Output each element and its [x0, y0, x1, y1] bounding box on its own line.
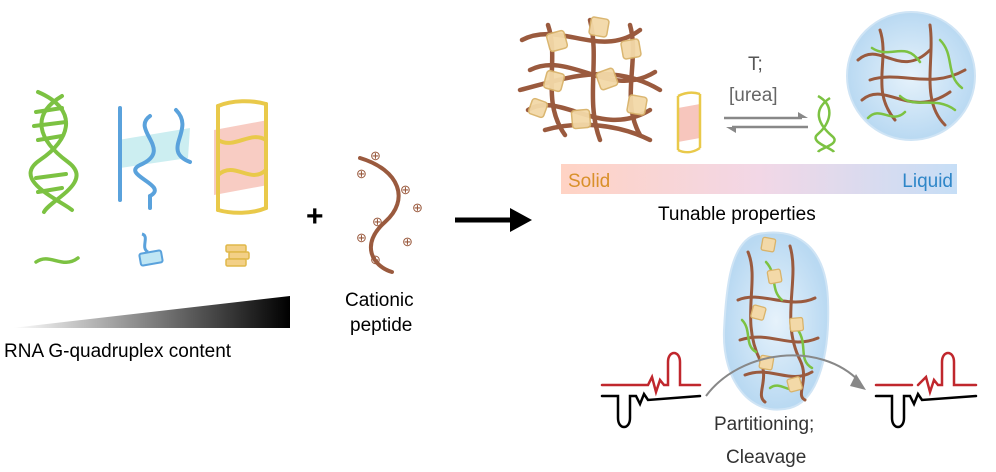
- liquid-label: Liquid: [902, 171, 953, 192]
- reporter-cleaved: [874, 351, 978, 429]
- reaction-arrow: [455, 208, 532, 232]
- rna-gq-content-label: RNA G-quadruplex content: [4, 341, 232, 362]
- urea-label: [urea]: [729, 85, 778, 106]
- liquid-droplet: [846, 11, 976, 141]
- charge-symbol: ⊕: [370, 148, 381, 163]
- blue-folded-icon: [138, 232, 164, 267]
- solid-liquid-bar: Solid Liquid: [561, 164, 957, 194]
- partitioning-label: Partitioning;: [714, 414, 814, 435]
- solid-label: Solid: [568, 171, 610, 192]
- cationic-peptide: ⊕ ⊕ ⊕ ⊕ ⊕ ⊕ ⊕ ⊕ Cationic peptide: [345, 148, 423, 336]
- blue-rna-quadruplex: [118, 106, 192, 210]
- reporter-uncleaved: [600, 351, 702, 429]
- small-yellow-quadruplex: [676, 91, 702, 154]
- equilibrium-arrows: [724, 112, 808, 133]
- peptide-strand: [358, 156, 401, 274]
- solid-aggregate: [517, 16, 663, 143]
- plus-sign: +: [306, 200, 324, 233]
- charge-symbol: ⊕: [412, 200, 423, 215]
- partitioning-arrow: [705, 354, 866, 397]
- green-rna-single-strand: [34, 256, 80, 265]
- yellow-rna-quadruplex: [214, 99, 268, 215]
- charge-symbol: ⊕: [372, 214, 383, 229]
- cationic-peptide-label-line2: peptide: [350, 315, 412, 336]
- cleavage-label: Cleavage: [726, 447, 806, 468]
- charge-symbol: ⊕: [400, 182, 411, 197]
- charge-symbol: ⊕: [402, 234, 413, 249]
- charge-symbol: ⊕: [356, 230, 367, 245]
- charge-symbol: ⊕: [356, 166, 367, 181]
- tunable-properties-label: Tunable properties: [658, 204, 816, 225]
- temperature-label: T;: [748, 54, 763, 75]
- elongated-droplet: [722, 231, 830, 411]
- charge-symbol: ⊕: [370, 252, 381, 267]
- cationic-peptide-label-line1: Cationic: [345, 290, 414, 311]
- rna-structures: RNA G-quadruplex content: [4, 90, 290, 362]
- small-green-helix: [814, 94, 836, 153]
- yellow-stacked-tetrads-icon: [225, 244, 250, 267]
- gq-content-wedge: [12, 296, 290, 328]
- green-rna-helix: [28, 90, 79, 214]
